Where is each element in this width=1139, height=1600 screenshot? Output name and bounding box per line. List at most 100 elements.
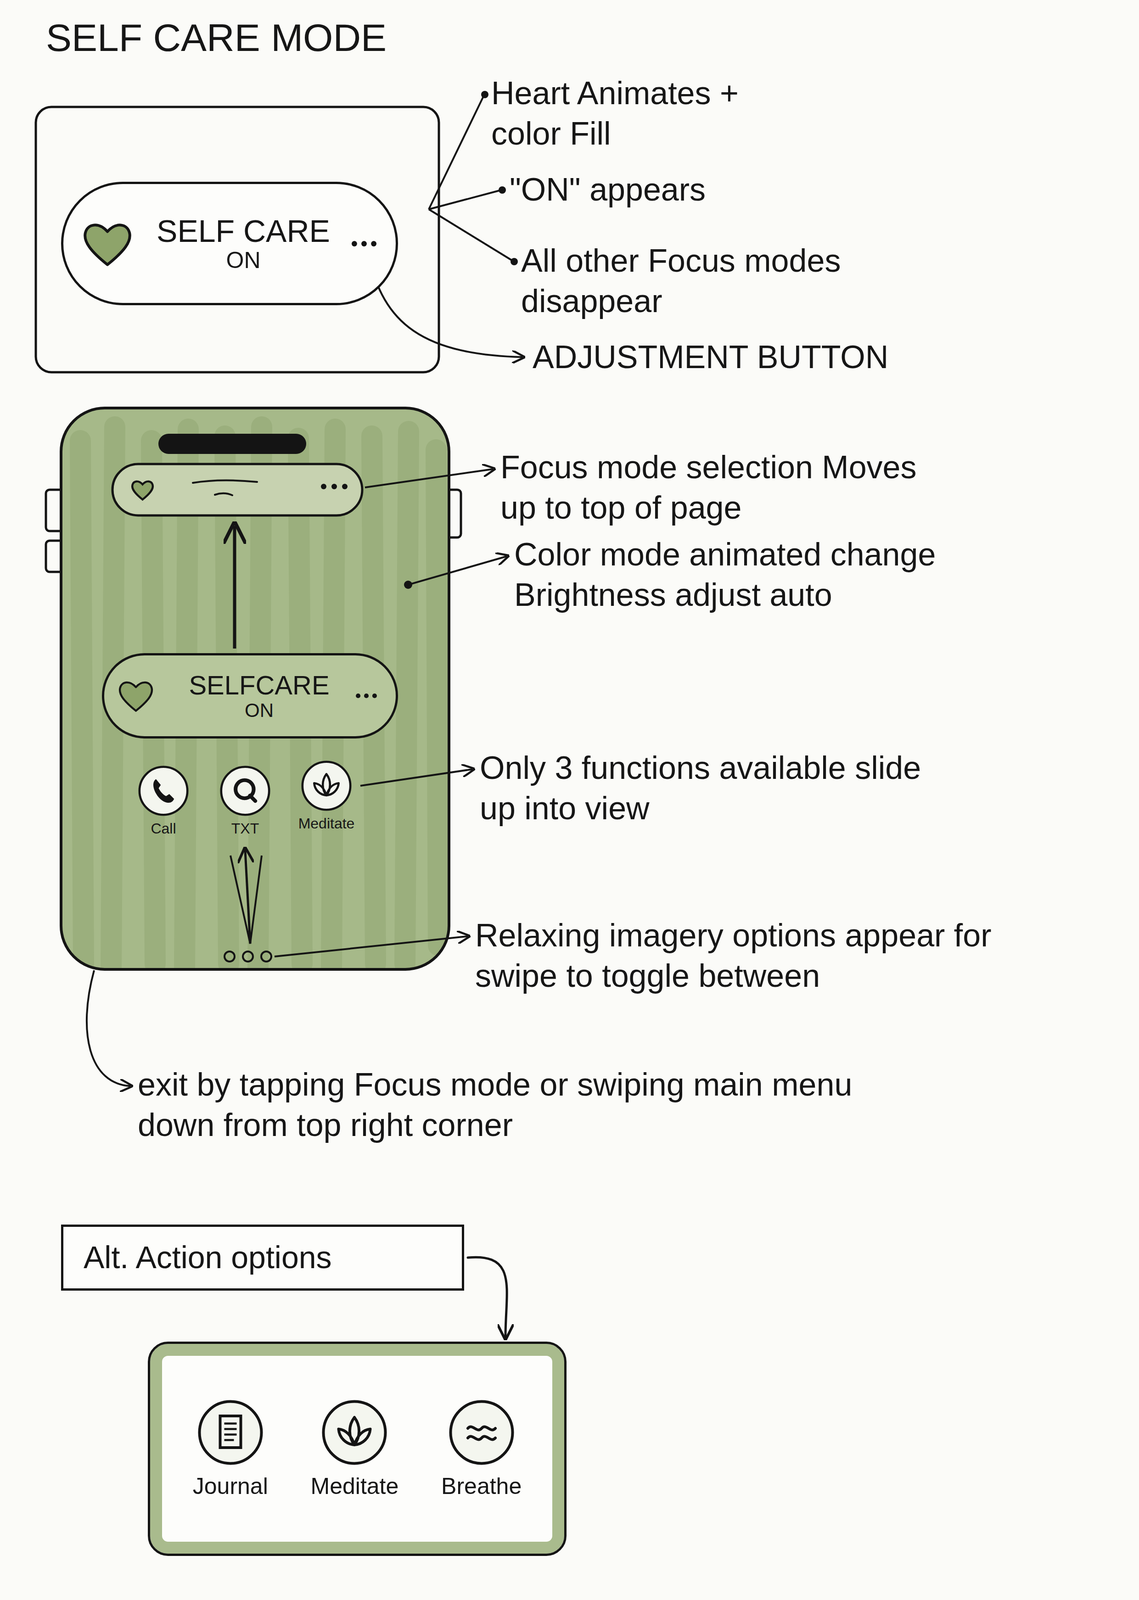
page-dot	[224, 951, 235, 962]
function-label: Meditate	[285, 815, 368, 833]
annotation-note: "ON" appears	[509, 169, 859, 211]
top-focus-pill	[112, 464, 363, 516]
mode-state: ON	[226, 247, 261, 274]
leader-arrow	[360, 769, 473, 786]
dots-icon	[353, 683, 380, 709]
annotation-note-box: ADJUSTMENT BUTTON	[532, 337, 1084, 378]
leader-line	[428, 209, 514, 262]
function-label: Call	[122, 820, 205, 838]
leader-arrow	[86, 970, 131, 1087]
annotation-note: Color mode animated change Brightness ad…	[514, 534, 1020, 616]
action-box: Alt. Action options	[61, 1224, 465, 1291]
phone-outline	[61, 408, 449, 970]
annotation-note-box: "ON" appears	[509, 169, 859, 211]
annotation-note: Focus mode selection Moves up to top of …	[500, 447, 960, 528]
heart-icon	[116, 676, 156, 716]
journal-icon-part	[219, 1416, 241, 1448]
heart-icon	[79, 216, 135, 272]
annotation-note: exit by tapping Focus mode or swiping ma…	[137, 1065, 873, 1146]
function-button: Meditate	[285, 759, 368, 833]
breathe-icon-part	[450, 1401, 513, 1464]
journal-icon	[196, 1398, 265, 1468]
leader-line	[428, 190, 502, 210]
leader-arrow	[274, 936, 468, 957]
pill-text: SELFCAREON	[168, 655, 350, 737]
dots-icon-part	[364, 693, 369, 699]
mode-name: SELF CARE	[156, 213, 331, 249]
move-up-arrow	[233, 526, 237, 649]
annotation-note-box: Relaxing imagery options appear for swip…	[475, 915, 1027, 997]
call-icon-part	[153, 779, 174, 803]
call-icon	[136, 764, 191, 818]
heart-icon-part	[84, 224, 130, 265]
journal-icon-part	[224, 1423, 237, 1441]
journal-icon-part	[199, 1401, 262, 1464]
function-label: TXT	[203, 820, 287, 838]
dots-icon-part	[370, 241, 377, 247]
annotation-note-box: Heart Animates + color Fill	[491, 73, 786, 154]
lotus-icon-part	[302, 762, 351, 810]
menu-dot	[320, 483, 327, 490]
action-label: Journal	[192, 1473, 269, 1501]
mode-state: ON	[244, 700, 274, 722]
action-label: Meditate	[310, 1473, 399, 1501]
annotation-note-box: Color mode animated change Brightness ad…	[514, 534, 1020, 616]
lotus-icon-part	[338, 1417, 371, 1446]
leader-dot	[510, 258, 518, 266]
pill-text: SELF CAREON	[145, 184, 341, 303]
action-box-text: Alt. Action options	[83, 1239, 332, 1277]
focus-mode-pill: SELF CAREON	[61, 181, 399, 306]
call-icon-part	[139, 767, 188, 815]
dots-icon-part	[361, 241, 367, 247]
dots-icon-part	[355, 693, 361, 699]
action-option: Journal	[192, 1398, 269, 1501]
scribble-text	[192, 480, 258, 496]
phone-screen	[61, 408, 449, 970]
lotus-icon-part	[314, 774, 339, 796]
leader-dot	[498, 186, 506, 194]
mode-name: SELFCARE	[188, 670, 330, 701]
phone-notch	[158, 433, 307, 455]
function-button: Call	[122, 764, 205, 838]
leader-dot	[481, 90, 489, 99]
focus-mode-pill: SELFCAREON	[101, 653, 399, 739]
dots-icon-part	[372, 693, 377, 699]
sketch-title-box: SELF CARE MODE	[45, 13, 689, 62]
breathe-icon-part	[467, 1426, 496, 1440]
breathe-icon	[447, 1398, 517, 1468]
alt-actions-card: Journal Meditate Breathe	[147, 1341, 567, 1557]
leader-arrow	[408, 556, 507, 585]
flow-arrow	[467, 1257, 507, 1338]
lotus-icon-part	[323, 1401, 386, 1464]
annotation-note-box: All other Focus modes disappear	[521, 241, 852, 322]
annotation-note: All other Focus modes disappear	[521, 241, 852, 322]
heart-icon	[132, 481, 153, 500]
dots-icon-part	[351, 241, 358, 247]
focus-panel-frame	[35, 106, 439, 373]
heart-icon-part	[119, 682, 152, 712]
function-button: TXT	[203, 764, 287, 838]
sketch-title: SELF CARE MODE	[45, 13, 689, 62]
lotus-icon	[319, 1398, 389, 1468]
annotation-note: Relaxing imagery options appear for swip…	[475, 915, 1027, 997]
annotation-note: Heart Animates + color Fill	[491, 73, 786, 154]
menu-dot	[331, 483, 337, 490]
page-dot	[261, 951, 272, 962]
annotation-note: ADJUSTMENT BUTTON	[532, 337, 1084, 378]
marker-strokes	[80, 426, 439, 969]
annotation-note-box: Only 3 functions available slide up into…	[479, 748, 939, 829]
annotation-note-box: Focus mode selection Moves up to top of …	[500, 447, 960, 528]
action-option: Breathe	[441, 1398, 522, 1501]
action-label: Breathe	[441, 1473, 522, 1501]
leader-arrow	[364, 469, 494, 488]
txt-icon-part	[221, 767, 270, 815]
leader-line	[428, 95, 484, 210]
page-dot	[242, 951, 253, 962]
lotus-icon	[299, 759, 354, 813]
annotation-note-box: exit by tapping Focus mode or swiping ma…	[137, 1065, 873, 1146]
menu-dot	[342, 483, 348, 490]
slide-up-lines	[230, 855, 262, 944]
action-option: Meditate	[310, 1398, 399, 1501]
